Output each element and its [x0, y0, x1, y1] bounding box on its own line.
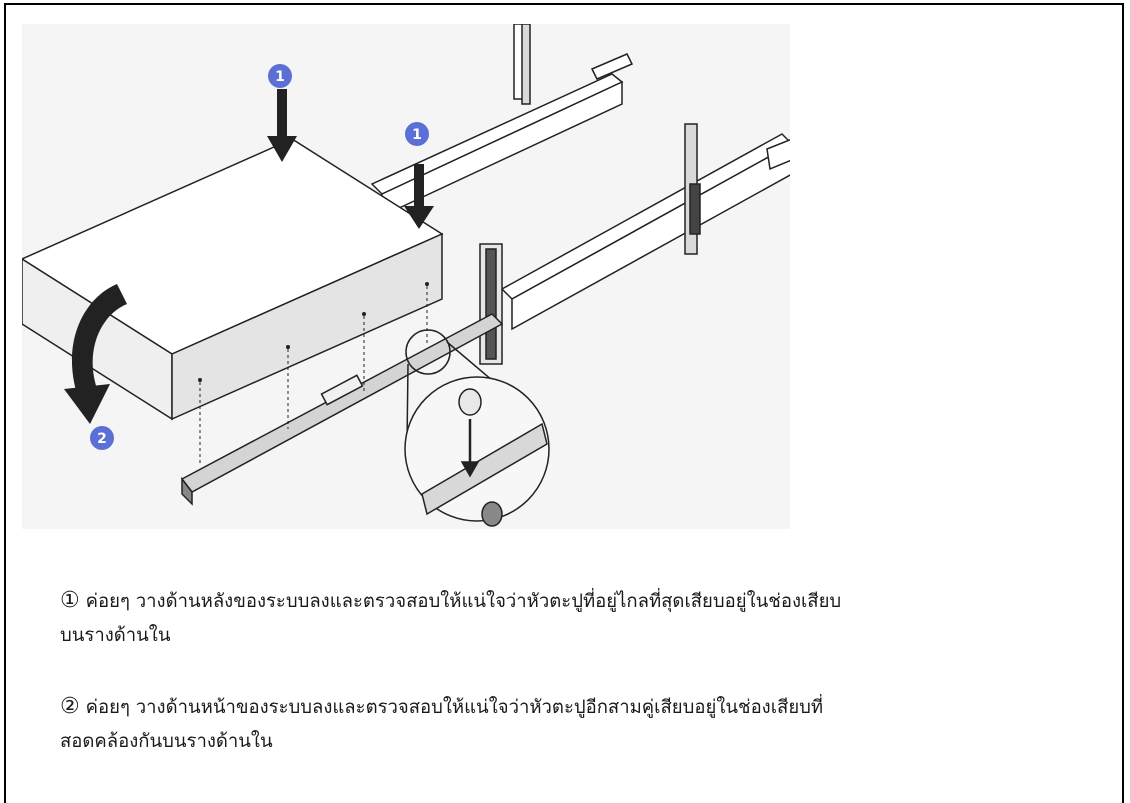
- inner-rail: [180, 313, 504, 506]
- pins: [198, 282, 429, 382]
- rear-rail-lower: [500, 123, 790, 331]
- svg-text:1: 1: [275, 69, 285, 85]
- step-1-marker: ①: [60, 588, 80, 613]
- document-frame: [4, 3, 1124, 803]
- installation-illustration: 1 1 2: [22, 24, 790, 529]
- step-2-line-1: ② ค่อยๆ วางด้านหน้าของระบบลงและตรวจสอบให…: [60, 690, 1110, 725]
- step-1: ① ค่อยๆ วางด้านหลังของระบบลงและตรวจสอบให…: [60, 584, 1110, 653]
- front-post: [479, 243, 503, 365]
- rotate-arrow: [64, 284, 127, 424]
- step-2-text: ค่อยๆ วางด้านหน้าของระบบลงและตรวจสอบให้แ…: [85, 697, 824, 718]
- step-2-line-2: สอดคล้องกันบนรางด้านใน: [60, 731, 273, 752]
- callout-1b: 1: [405, 122, 429, 146]
- step-2: ② ค่อยๆ วางด้านหน้าของระบบลงและตรวจสอบให…: [60, 690, 1110, 759]
- step-2-marker: ②: [60, 694, 80, 719]
- pin-guides: [199, 286, 428, 464]
- callout-2: 2: [90, 426, 114, 450]
- step-1-text: ค่อยๆ วางด้านหลังของระบบลงและตรวจสอบให้แ…: [85, 591, 842, 612]
- step-1-line-1: ① ค่อยๆ วางด้านหลังของระบบลงและตรวจสอบให…: [60, 584, 1110, 619]
- down-arrow-left: [267, 89, 297, 162]
- rear-rail-upper: [370, 24, 634, 218]
- detail-magnifier: [404, 329, 550, 527]
- svg-text:1: 1: [412, 127, 422, 143]
- callout-1a: 1: [268, 64, 292, 88]
- svg-text:2: 2: [97, 431, 107, 447]
- down-arrow-right: [404, 164, 434, 229]
- rail-server-drawing: 1 1 2: [22, 24, 790, 527]
- server-chassis: [22, 138, 444, 421]
- step-1-line-2: บนรางด้านใน: [60, 625, 171, 646]
